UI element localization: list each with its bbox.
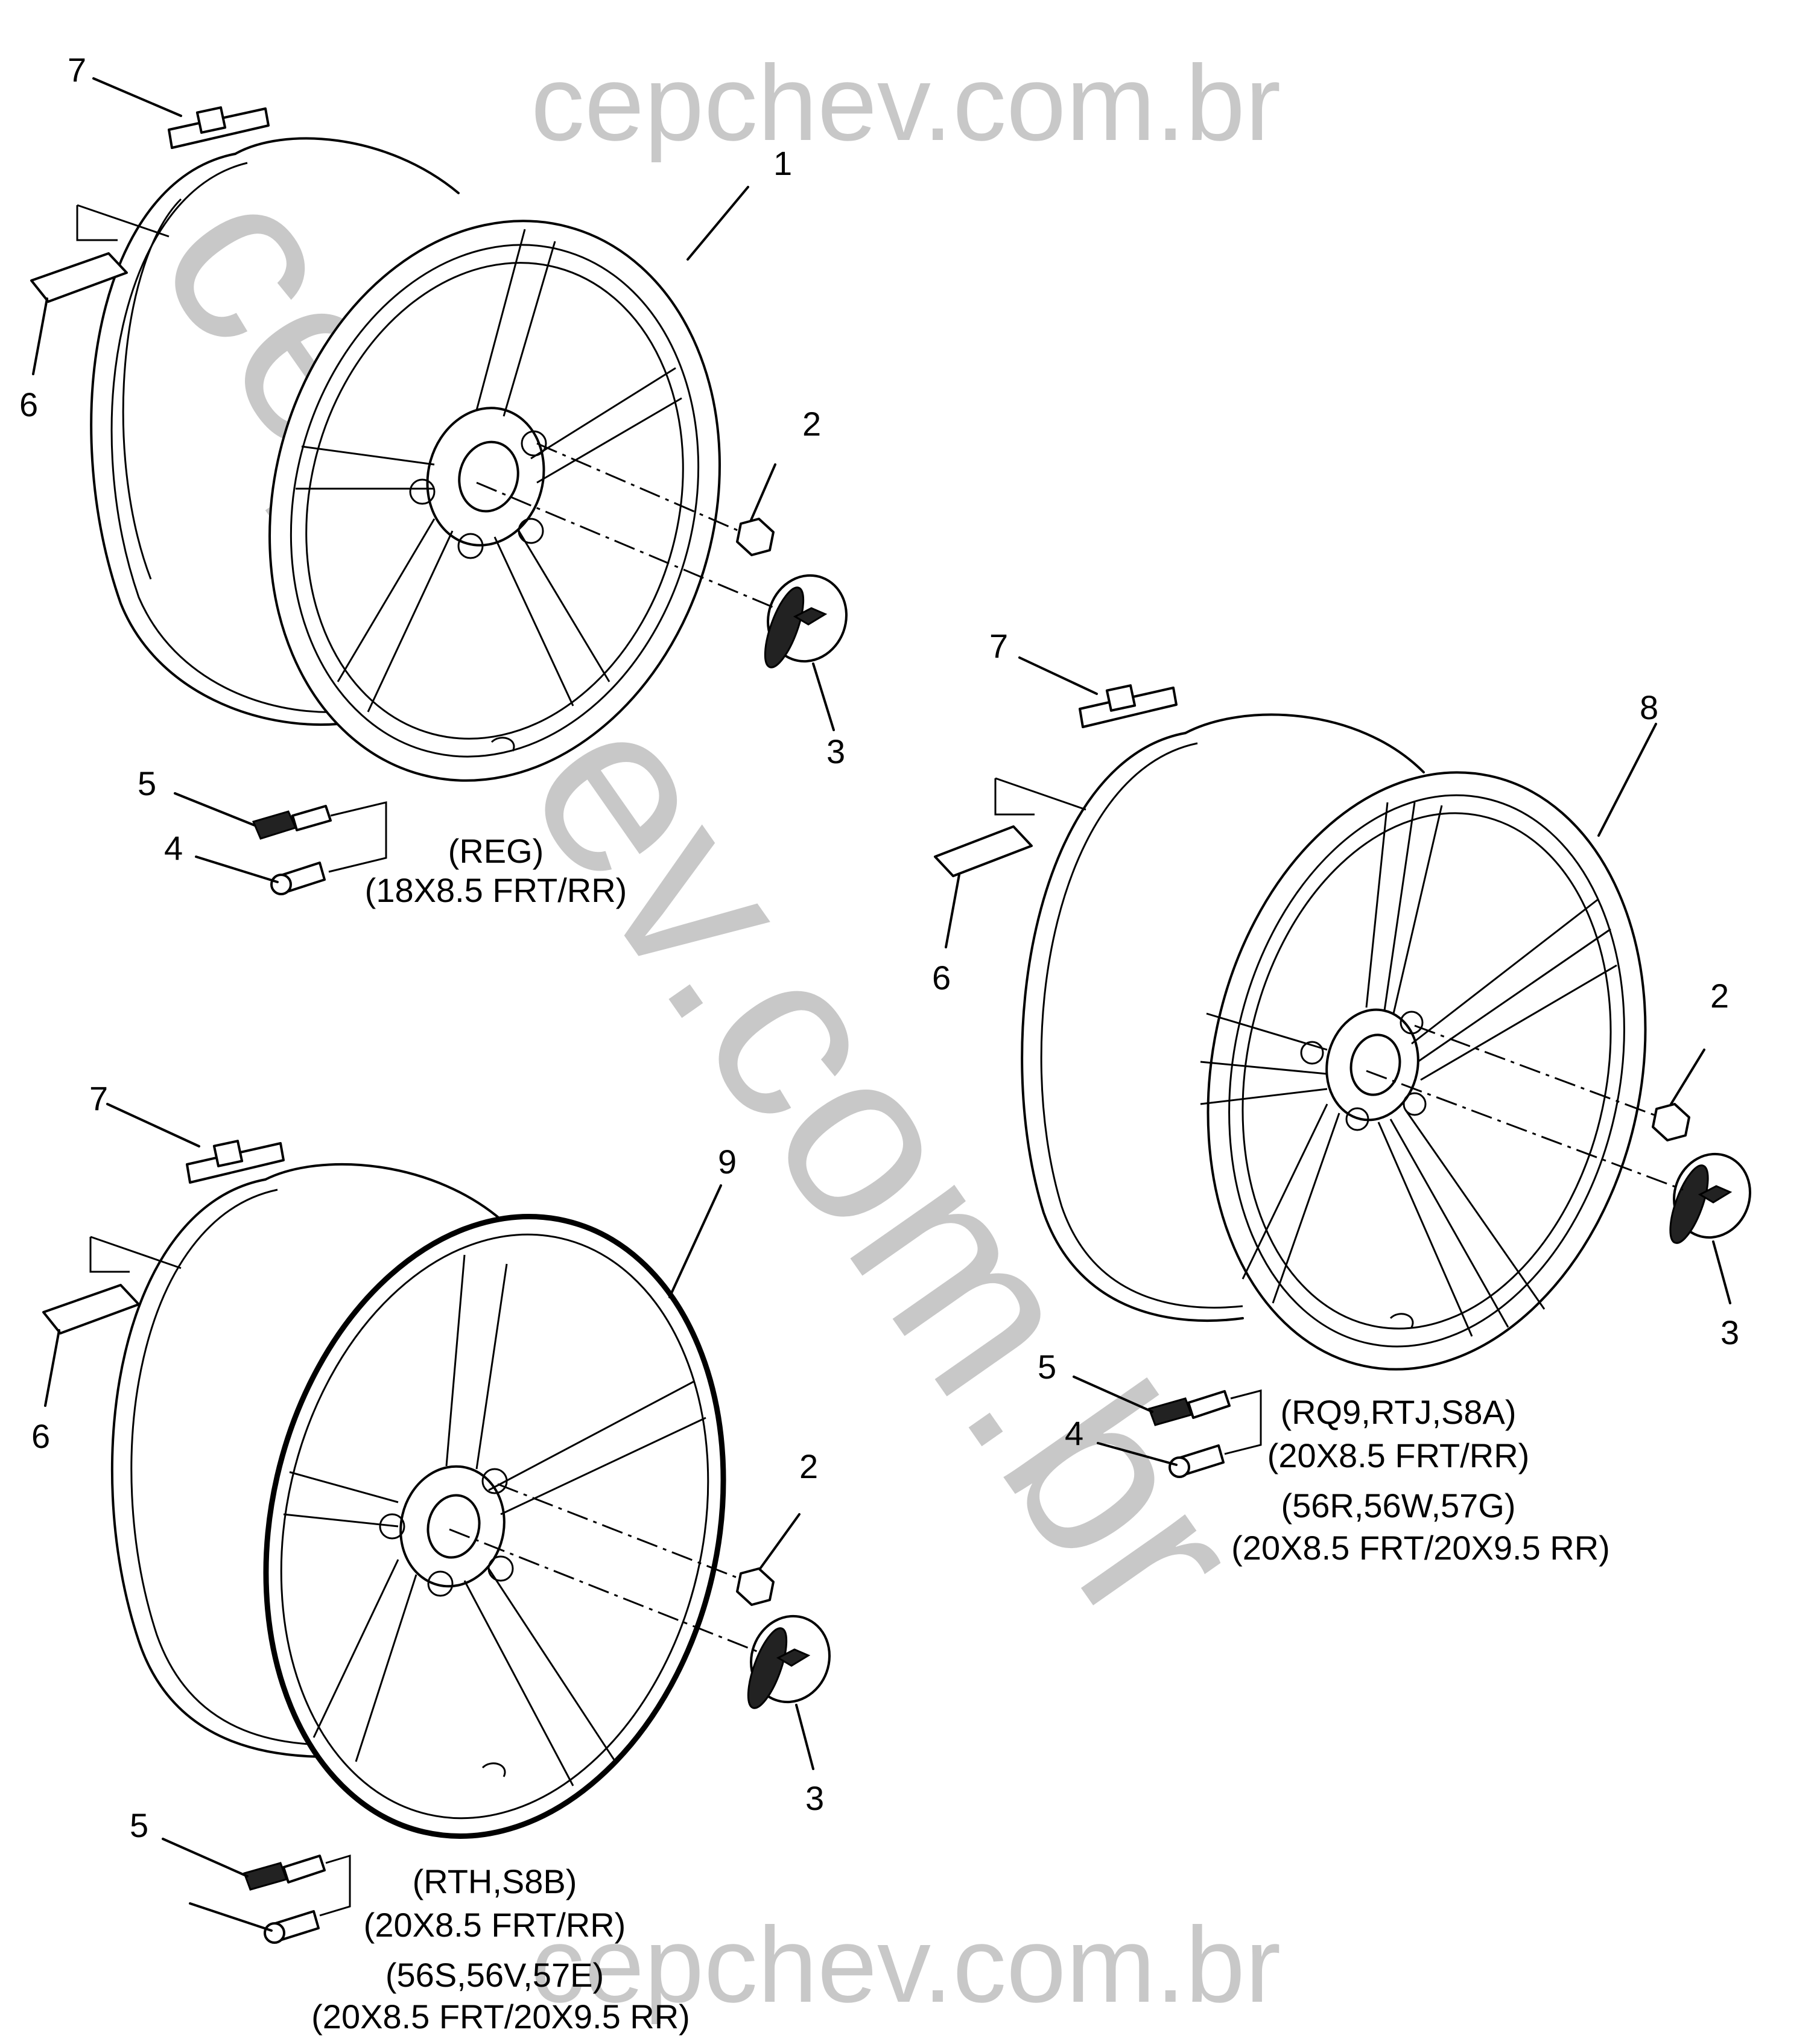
wheel-9-callout-3: 3 — [805, 1779, 824, 1817]
wheel-assembly-8 — [934, 656, 1751, 1478]
wheel-8-cap-axis — [1366, 1070, 1684, 1191]
wheel-8-balance-weight-clip — [1079, 684, 1178, 728]
wheel-8-callout-2: 2 — [1710, 977, 1729, 1015]
wheel-8-part-number: 8 — [1640, 688, 1658, 726]
wheel-1-callout-7: 7 — [68, 51, 86, 89]
wheel-8-callout-6: 6 — [932, 959, 951, 997]
wheel-9-spec-line-2: (20X8.5 FRT/RR) — [364, 1906, 626, 1944]
wheel-1-lug-nut — [736, 518, 775, 556]
wheel-8-spec-line-2: (20X8.5 FRT/RR) — [1267, 1436, 1530, 1474]
wheel-9-valve-stem — [264, 1910, 320, 1944]
wheel-8-spec-line-1: (RQ9,RTJ,S8A) — [1280, 1393, 1516, 1431]
wheel-9-tpms-sensor — [243, 1855, 326, 1891]
wheel-1-callout-3: 3 — [826, 732, 845, 770]
watermark-bottom: cepchev.com.br — [531, 1905, 1281, 2025]
wheel-1-spec-line-1: (REG) — [448, 832, 544, 870]
wheel-1-tpms-sensor — [252, 805, 332, 840]
wheel-9-lugnut-axis — [497, 1483, 738, 1579]
wheel-1-valve-stem — [270, 862, 326, 895]
wheel-9-callout-2: 2 — [799, 1447, 818, 1485]
wheel-9-callout-7: 7 — [89, 1079, 108, 1117]
wheel-1-rim — [90, 137, 721, 782]
wheel-9-spec-line-1: (RTH,S8B) — [413, 1862, 577, 1900]
wheel-9-part-number: 9 — [718, 1143, 737, 1181]
wheel-9-callout-5: 5 — [130, 1806, 148, 1844]
wheel-9-rim — [110, 1163, 726, 1839]
wheel-8-spec-line-4: (20X8.5 FRT/20X9.5 RR) — [1231, 1529, 1610, 1567]
wheel-assembly-1 — [30, 77, 848, 895]
wheel-8-lugnut-axis — [1414, 1024, 1655, 1116]
wheel-1-callout-5: 5 — [138, 764, 156, 802]
wheel-8-valve-stem — [1169, 1444, 1225, 1478]
wheel-8-center-cap — [1669, 1152, 1751, 1244]
wheel-assembly-9 — [42, 1103, 831, 1944]
watermark-top: cepchev.com.br — [531, 43, 1281, 163]
wheel-1-cap-axis — [476, 481, 779, 611]
wheel-8-callout-4: 4 — [1065, 1414, 1083, 1452]
wheel-9-lug-nut — [736, 1567, 775, 1606]
wheel-8-rim — [1021, 713, 1647, 1371]
wheel-8-callout-5: 5 — [1038, 1348, 1056, 1386]
wheel-8-callout-7: 7 — [989, 627, 1008, 665]
wheel-1-center-cap — [764, 574, 848, 668]
wheel-1-part-number: 1 — [773, 144, 792, 182]
wheel-9-balance-weight-clip — [186, 1140, 285, 1184]
wheel-8-lug-nut — [1652, 1103, 1690, 1141]
wheel-1-balance-weight-clip — [168, 106, 270, 149]
wheel-9-balance-weight-adhesive — [42, 1236, 182, 1335]
wheel-1-balance-weight-adhesive — [30, 204, 170, 303]
wheel-9-spec-line-4: (20X8.5 FRT/20X9.5 RR) — [311, 1998, 690, 2036]
wheel-1-spec-line-2: (18X8.5 FRT/RR) — [365, 871, 627, 909]
wheel-1-callout-6: 6 — [19, 386, 38, 424]
wheel-8-balance-weight-adhesive — [934, 777, 1086, 877]
wheel-1-callout-4: 4 — [164, 829, 183, 867]
wheel-9-center-cap — [747, 1614, 831, 1709]
wheel-1-callout-2: 2 — [802, 405, 821, 443]
wheel-8-spec-line-3: (56R,56W,57G) — [1281, 1487, 1515, 1525]
wheel-9-callout-6: 6 — [31, 1417, 50, 1455]
wheel-8-tpms-sensor — [1148, 1390, 1231, 1426]
wheel-9-spec-line-3: (56S,56V,57E) — [385, 1956, 604, 1994]
wheel-9-cap-axis — [449, 1528, 762, 1654]
wheel-8-callout-3: 3 — [1720, 1313, 1739, 1351]
